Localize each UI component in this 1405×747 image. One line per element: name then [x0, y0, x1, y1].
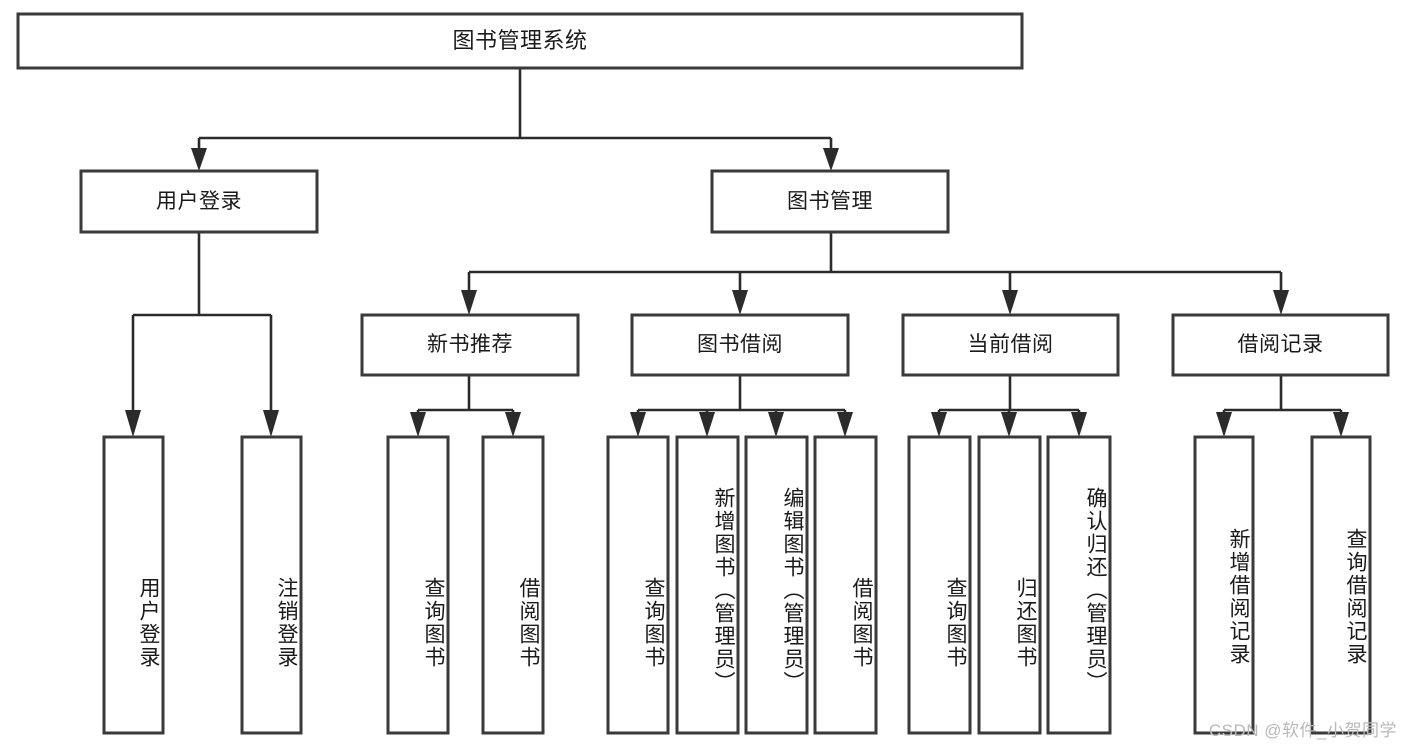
box-leaf-logout[interactable]: [240, 435, 303, 735]
arrow-head-leaf-query-book-2: [630, 412, 646, 437]
box-leaf-query-book-1[interactable]: [386, 435, 450, 735]
arrow-head-leaf-add-record: [1216, 412, 1232, 437]
box-leaf-return-book[interactable]: [977, 435, 1042, 735]
box-user-login[interactable]: [79, 169, 319, 234]
box-leaf-query-book-3[interactable]: [907, 435, 972, 735]
connector-group-new-book-rec-children: [410, 375, 521, 437]
arrow-head-leaf-borrow-book-2: [837, 412, 853, 437]
connector-group-current-borrow-children: [931, 375, 1087, 437]
arrow-head-current-borrow: [1002, 290, 1018, 315]
box-borrow-record[interactable]: [1171, 313, 1390, 377]
box-leaf-edit-book[interactable]: [744, 435, 809, 735]
arrow-head-new-book-rec: [461, 290, 477, 315]
box-new-book-rec[interactable]: [360, 313, 580, 377]
arrow-head-borrow-record: [1273, 290, 1289, 315]
box-leaf-query-book-2[interactable]: [606, 435, 670, 735]
box-leaf-add-record[interactable]: [1193, 435, 1255, 735]
arrow-head-leaf-return-book: [1001, 412, 1017, 437]
watermark-text: CSDN @软件_小贺同学: [1208, 721, 1397, 740]
arrow-head-user-login: [191, 148, 207, 171]
arrow-head-leaf-borrow-book-1: [505, 412, 521, 437]
box-leaf-query-record[interactable]: [1310, 435, 1372, 735]
arrow-head-leaf-query-book-3: [931, 412, 947, 437]
arrow-head-leaf-confirm-return: [1071, 412, 1087, 437]
connector-group-book-manage-children: [461, 232, 1289, 315]
box-leaf-borrow-book-1[interactable]: [481, 435, 545, 735]
box-book-manage[interactable]: [710, 169, 950, 234]
box-leaf-user-login[interactable]: [102, 435, 165, 735]
arrow-head-leaf-edit-book: [768, 412, 784, 437]
connector-group-root-to-level1: [191, 68, 839, 171]
arrow-head-leaf-query-record: [1333, 412, 1349, 437]
arrow-head-leaf-add-book: [699, 412, 715, 437]
arrow-head-book-manage: [823, 148, 839, 171]
box-root[interactable]: [16, 12, 1024, 70]
arrow-head-book-borrow: [732, 290, 748, 315]
connector-group-book-borrow-children: [630, 375, 853, 437]
box-leaf-borrow-book-2[interactable]: [813, 435, 878, 735]
connector-group-borrow-record-children: [1216, 375, 1349, 437]
arrow-head-leaf-logout: [263, 410, 279, 437]
arrow-head-leaf-user-login: [125, 410, 141, 437]
box-book-borrow[interactable]: [630, 313, 850, 377]
arrow-head-leaf-query-book-1: [410, 412, 426, 437]
box-current-borrow[interactable]: [901, 313, 1120, 377]
box-leaf-add-book[interactable]: [675, 435, 740, 735]
box-leaf-confirm-return[interactable]: [1046, 435, 1112, 735]
connector-group-user-login-children: [125, 232, 279, 437]
